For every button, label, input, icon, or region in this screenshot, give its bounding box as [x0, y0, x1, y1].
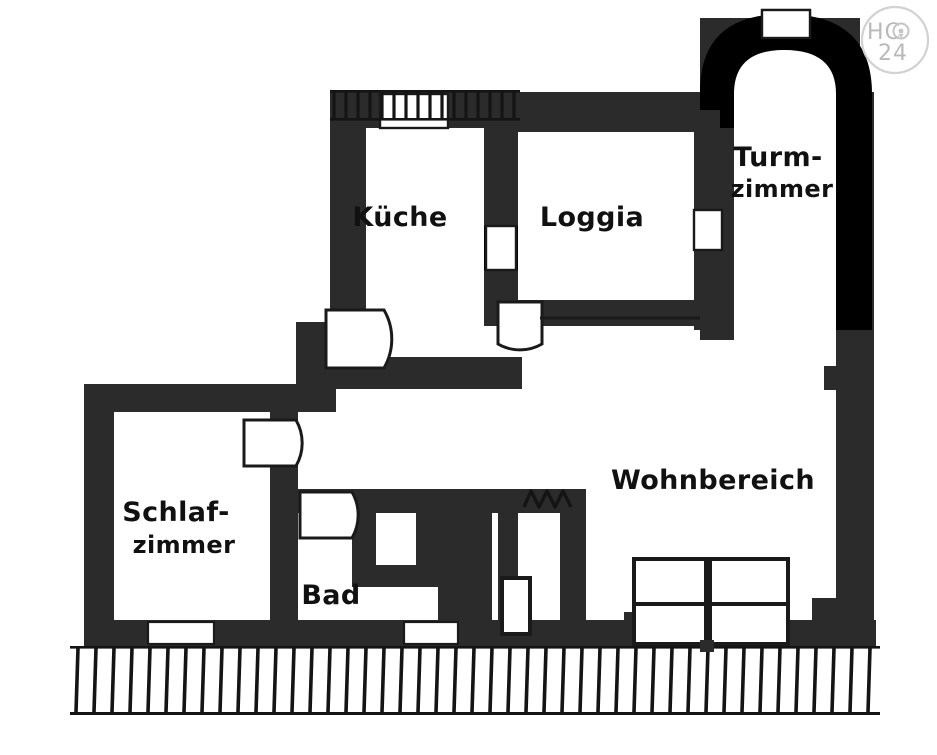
label-loggia: Loggia: [540, 202, 644, 233]
balcony-hatching: [70, 646, 880, 715]
logo-pin-icon: [892, 22, 910, 40]
hc24-logo: HC 24: [860, 5, 930, 75]
room-labels: Küche Loggia Turm- zimmer Wohnbereich Sc…: [122, 142, 833, 611]
door-loggia: [496, 300, 544, 352]
logo-pin-dot-icon: [898, 28, 904, 34]
label-kueche: Küche: [352, 202, 447, 233]
top-hatch-band: [330, 90, 520, 121]
room-interiors: [114, 50, 836, 620]
door-schlafzimmer: [242, 418, 304, 468]
label-schlafzimmer-line2: zimmer: [133, 531, 236, 559]
window-openings-top: [146, 8, 812, 646]
door-kueche: [324, 308, 394, 370]
radiator-symbol: [522, 489, 573, 509]
logo-circle: [860, 5, 930, 75]
door-swings: [242, 300, 544, 540]
label-turmzimmer-line2: zimmer: [731, 175, 834, 203]
fixture-small: [500, 576, 532, 636]
label-wohnbereich: Wohnbereich: [611, 465, 815, 496]
furniture-boxes: [632, 557, 790, 646]
box-right: [708, 557, 790, 646]
box-left: [632, 557, 708, 646]
door-bad: [298, 490, 360, 540]
logo-text-24: 24: [878, 41, 908, 66]
box-divider-stub: [700, 640, 714, 652]
logo-pin-tip-icon: [898, 34, 904, 38]
label-turmzimmer-line1: Turm-: [733, 142, 822, 173]
label-schlafzimmer-line1: Schlaf-: [122, 497, 229, 528]
label-bad: Bad: [301, 580, 360, 611]
